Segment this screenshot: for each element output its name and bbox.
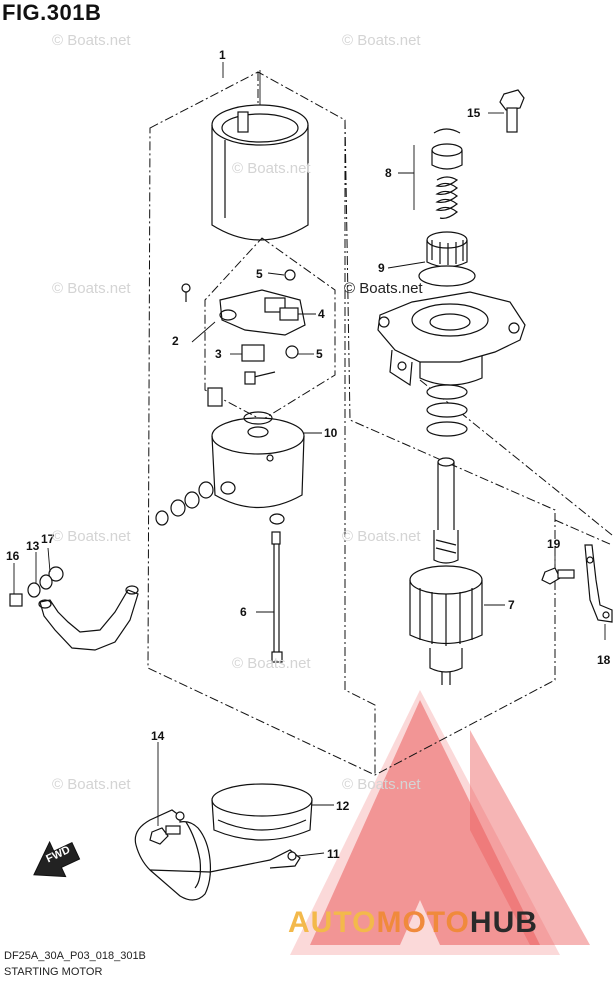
watermark: © Boats.net <box>52 280 131 297</box>
battery-lead <box>38 585 139 651</box>
terminal-hardware <box>9 566 64 607</box>
mounting-strap <box>134 809 301 901</box>
callout-10: 10 <box>324 426 338 440</box>
callout-12: 12 <box>336 799 350 813</box>
drive-end-frame <box>377 291 526 387</box>
watermark: © Boats.net <box>232 655 311 672</box>
end-frame <box>211 411 305 509</box>
watermark: © Boats.net <box>342 528 421 545</box>
watermark: © Boats.net <box>52 528 131 545</box>
brand-logo-icon <box>290 690 590 955</box>
callout-14: 14 <box>151 729 165 743</box>
watermark: © Boats.net <box>342 776 421 793</box>
brand-part-hub: HUB <box>469 906 538 939</box>
watermark: © Boats.net <box>52 776 131 793</box>
thrust-washers <box>426 384 468 437</box>
bracket-bolt <box>541 567 575 585</box>
callout-3: 3 <box>215 347 222 361</box>
leader-lines <box>13 62 606 857</box>
watermark: © Boats.net <box>232 160 311 177</box>
callout-1: 1 <box>219 48 226 62</box>
brand-part-moto: MOTO <box>376 906 470 939</box>
callout-2: 2 <box>172 334 179 348</box>
pinion-gear <box>418 231 476 287</box>
brush-holder <box>181 269 306 385</box>
callout-17: 17 <box>41 532 55 546</box>
figure-code: DF25A_30A_P03_018_301B <box>4 950 146 962</box>
rubber-band <box>211 783 313 841</box>
callout-6: 6 <box>240 605 247 619</box>
watermark: © Boats.net <box>52 32 131 49</box>
brand-wordmark: AUTOMOTOHUB <box>288 906 538 940</box>
callout-5a: 5 <box>256 267 263 281</box>
callout-4: 4 <box>318 307 325 321</box>
figure-name: STARTING MOTOR <box>4 966 103 978</box>
pinion-stopper-set <box>431 128 463 219</box>
callout-11: 11 <box>327 847 340 861</box>
callout-8: 8 <box>385 166 392 180</box>
callout-19: 19 <box>547 537 561 551</box>
callout-13: 13 <box>26 539 40 553</box>
armature <box>409 457 483 685</box>
figure-title: FIG.301B <box>2 0 102 25</box>
assembly-boundary <box>147 71 613 776</box>
callout-5b: 5 <box>316 347 323 361</box>
callout-15: 15 <box>467 106 481 120</box>
callout-18: 18 <box>597 653 611 667</box>
band-bolt <box>149 825 181 845</box>
insulator-pad <box>207 387 223 407</box>
mounting-bolt <box>499 89 525 133</box>
through-bolt <box>269 513 285 663</box>
washer-stack <box>155 481 214 526</box>
mounting-bracket <box>584 544 613 623</box>
callout-16: 16 <box>6 549 20 563</box>
callout-9: 9 <box>378 261 385 275</box>
fwd-arrow-icon <box>33 840 81 878</box>
watermark: © Boats.net <box>342 32 421 49</box>
brand-part-auto: AUTO <box>288 906 377 939</box>
watermark: © Boats.net <box>344 280 423 297</box>
callout-7: 7 <box>508 598 515 612</box>
